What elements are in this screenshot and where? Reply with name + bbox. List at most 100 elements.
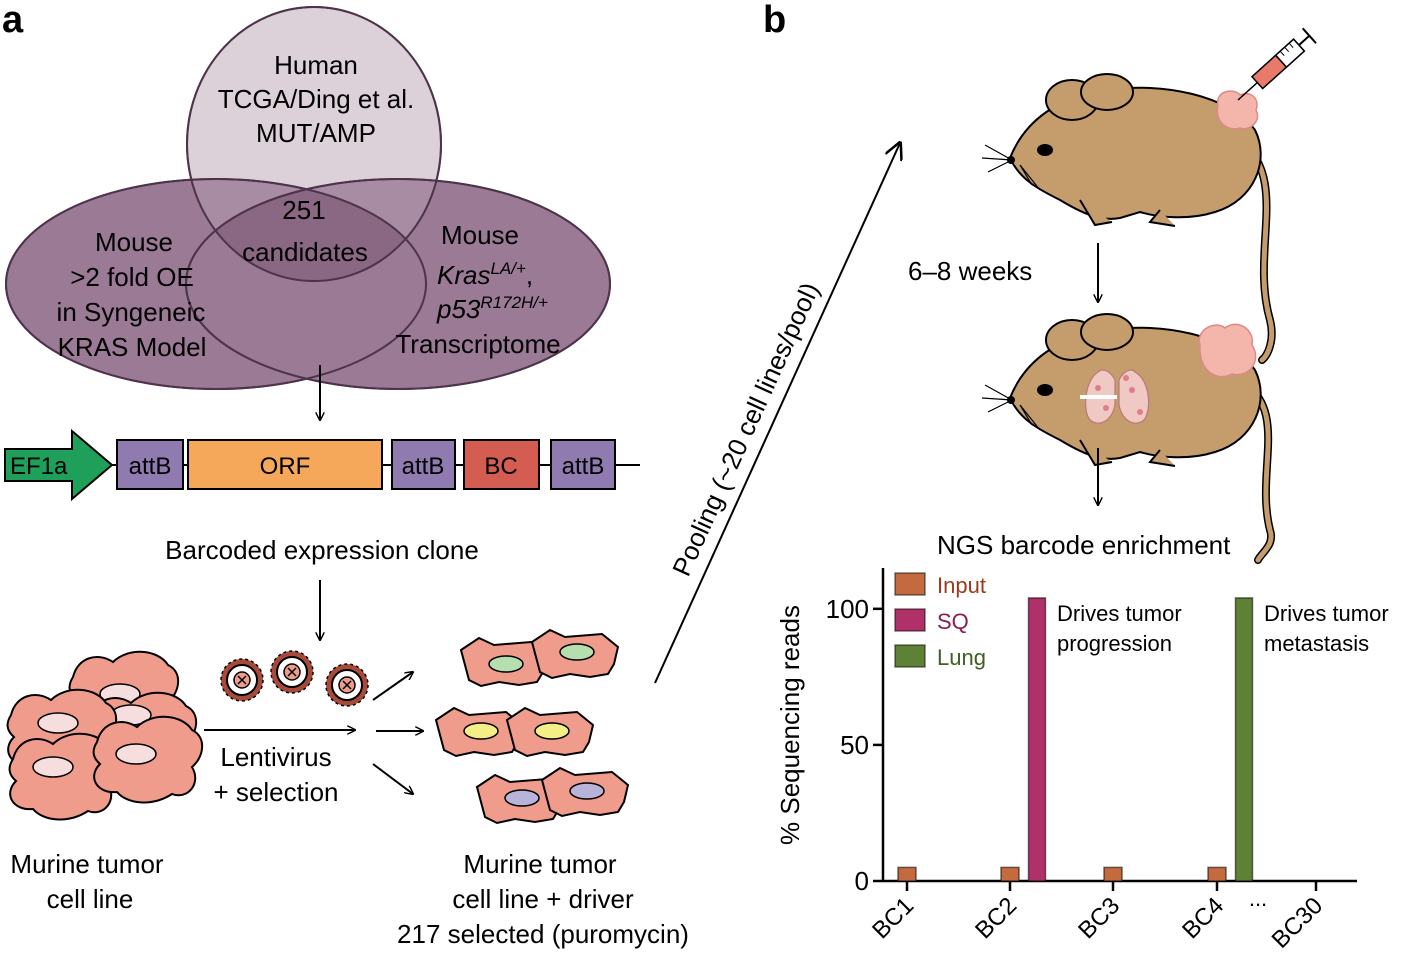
lentivirus-label: Lentivirus — [220, 742, 331, 772]
y-tick-label: 100 — [826, 594, 869, 624]
venn-right-p53-line: p53R172H/+ — [436, 293, 548, 324]
bar-sq-bc2 — [1027, 597, 1047, 882]
mouse-injected — [981, 27, 1317, 364]
tumor-mass — [1198, 323, 1257, 378]
x-tick-label: BC1 — [867, 892, 919, 944]
mouse-foot — [1079, 199, 1113, 227]
x-tick-label: BC30 — [1267, 892, 1329, 954]
attb-label-2: attB — [402, 453, 445, 480]
arrow-to-blue-cells — [372, 763, 413, 794]
mouse-foot — [1148, 209, 1176, 227]
venn-right-label-4: Transcriptome — [395, 329, 560, 359]
ngs-label: NGS barcode enrichment — [937, 530, 1231, 560]
legend-label-sq: SQ — [937, 609, 969, 634]
tumor-cell-yellow — [434, 706, 524, 758]
legend-swatch-lung — [894, 644, 926, 668]
mouse-foot — [1148, 449, 1176, 467]
mouse-ear — [1080, 313, 1134, 351]
tumor-cell — [8, 732, 120, 821]
chart-annotations: Drives tumor progression Drives tumor metas… — [1057, 601, 1389, 656]
bar-input-bc4 — [1207, 866, 1227, 882]
venn-diagram: Human TCGA/Ding et al. MUT/AMP Mouse >2 … — [5, 6, 611, 390]
tumor-cell-blue — [540, 766, 630, 818]
mouse-with-tumors — [981, 313, 1276, 564]
parental-cell-cluster — [6, 650, 204, 821]
tumor-cell — [92, 715, 204, 804]
mouse-eye — [1037, 384, 1053, 396]
tumor-cell-green — [459, 636, 549, 688]
bar-lung-bc4 — [1234, 597, 1254, 882]
orf-box — [187, 439, 383, 490]
venn-left-label-3: in Syngeneic — [57, 297, 206, 327]
y-tick-label: 50 — [840, 730, 869, 760]
panel-label-b: b — [763, 0, 786, 41]
venn-left-label-1: Mouse — [95, 227, 173, 257]
attb-label-1: attB — [129, 453, 172, 480]
mouse-eye — [1037, 144, 1053, 156]
parental-caption-1: Murine tumor — [10, 849, 163, 879]
annotation-text: progression — [1057, 631, 1172, 656]
attb-box-3 — [550, 439, 616, 490]
bar-input-bc3 — [1103, 866, 1123, 882]
venn-top-label-3: MUT/AMP — [256, 118, 376, 148]
virus-particle — [220, 658, 264, 702]
mouse-foot — [1079, 439, 1113, 467]
mouse-ear — [1080, 73, 1134, 111]
y-axis: 0 50 100 — [826, 568, 885, 896]
x-tick-label: BC4 — [1177, 892, 1229, 944]
barcode-box — [463, 439, 540, 490]
virus-particle — [325, 663, 369, 707]
x-tick-label: BC2 — [970, 892, 1022, 944]
venn-left-label-2: >2 fold OE — [70, 262, 194, 292]
annotation-text: Drives tumor — [1264, 601, 1389, 626]
tumor-cell-yellow — [505, 706, 595, 758]
venn-center-label-2: candidates — [242, 237, 368, 267]
venn-right-kras-line: KrasLA/+, — [437, 259, 533, 290]
arrow-to-green-cells — [372, 672, 413, 701]
legend-label-input: Input — [937, 573, 986, 598]
attb-box-1 — [116, 439, 184, 490]
bar-input-bc2 — [1000, 866, 1020, 882]
venn-top-label-1: Human — [274, 50, 358, 80]
virus-particle — [270, 650, 314, 694]
mouse-whiskers — [981, 144, 1041, 191]
legend-swatch-sq — [894, 608, 926, 632]
venn-top-label-2: TCGA/Ding et al. — [218, 84, 415, 114]
y-tick-label: 0 — [855, 866, 869, 896]
chart-ylabel: % Sequencing reads — [775, 605, 805, 845]
expression-construct: EF1a attB ORF attB BC attB Barcoded expr… — [4, 428, 640, 565]
x-tick-label: BC3 — [1073, 892, 1125, 944]
pooling-arrow — [654, 143, 900, 684]
venn-center-region — [187, 179, 426, 281]
parental-caption-2: cell line — [47, 884, 134, 914]
construct-caption: Barcoded expression clone — [165, 535, 479, 565]
mouse-nose — [1007, 156, 1015, 164]
annotation-text: Drives tumor — [1057, 601, 1182, 626]
annotation-text: metastasis — [1264, 631, 1369, 656]
tumor-cell-green — [530, 628, 620, 680]
lungs-icon — [1080, 369, 1150, 424]
driver-caption-1: Murine tumor — [463, 849, 616, 879]
tumor-graft — [1216, 90, 1259, 130]
ef1a-promoter-arrow — [4, 428, 114, 502]
legend-label-lung: Lung — [937, 645, 986, 670]
orf-label: ORF — [260, 453, 311, 480]
barcode-label: BC — [484, 453, 517, 480]
weeks-label: 6–8 weeks — [908, 256, 1032, 286]
driver-cell-lines — [434, 628, 630, 825]
attb-box-2 — [391, 439, 456, 490]
syringe-icon — [1237, 27, 1317, 101]
mouse-nose — [1007, 396, 1015, 404]
bar-input-bc1 — [897, 866, 917, 882]
bar-marks — [897, 597, 1254, 882]
lentivirus-particles — [220, 650, 369, 707]
x-axis: BC1 BC2 BC3 BC4 BC30... — [867, 879, 1357, 954]
x-axis-ellipsis: ... — [1249, 886, 1267, 911]
pooling-label: Pooling (~20 cell lines/pool) — [666, 278, 825, 581]
driver-caption-2: cell line + driver — [452, 884, 634, 914]
driver-caption-3: 217 selected (puromycin) — [397, 919, 689, 949]
attb-label-3: attB — [562, 453, 605, 480]
